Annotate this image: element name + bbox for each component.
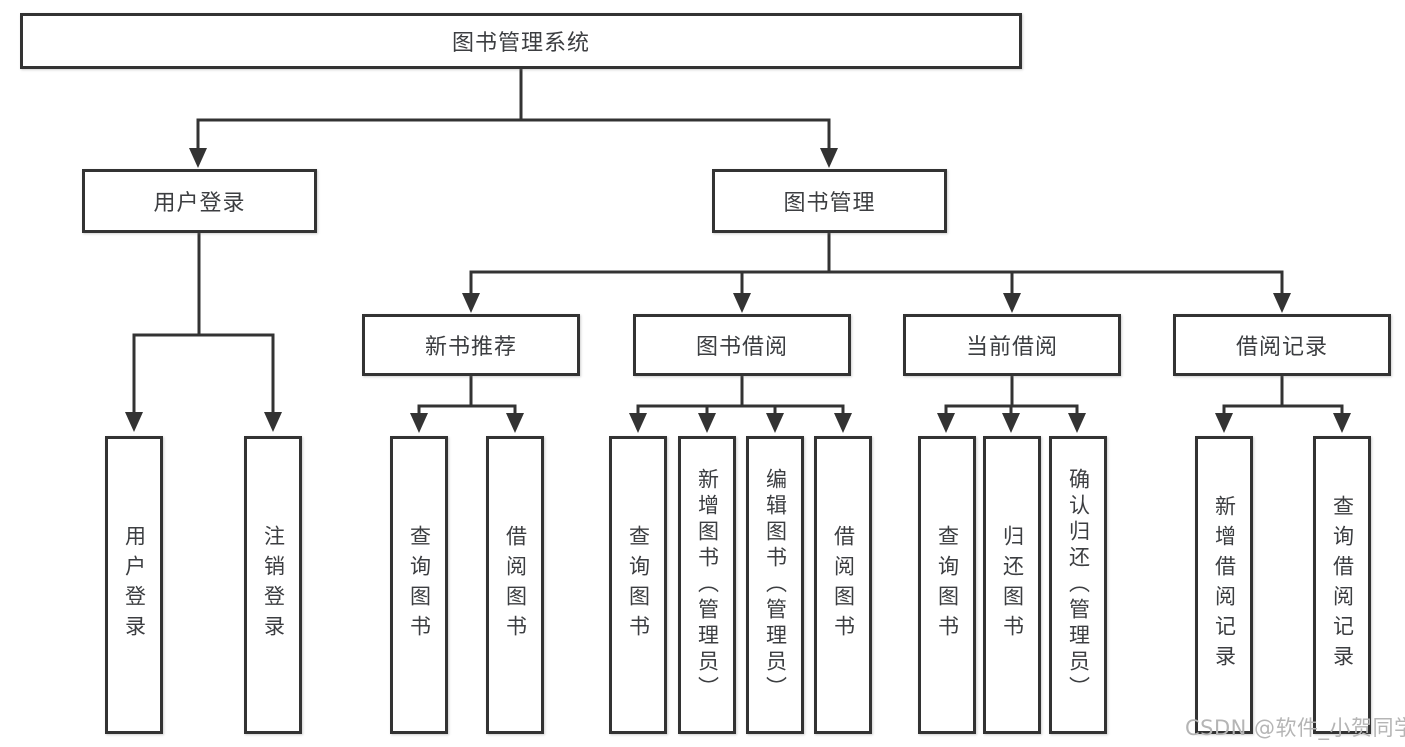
node-new-book-label: 新书推荐 — [424, 335, 517, 360]
leaf-borrow-borrow: 借阅图书 — [814, 436, 872, 734]
csdn-watermark: CSDN @软件_小贺同学 — [1185, 716, 1405, 740]
leaf-current-return-label: 归还图书 — [1000, 525, 1025, 645]
leaf-borrow-add-admin: 新增图书（管理员） — [678, 436, 736, 734]
node-root-label: 图书管理系统 — [451, 31, 590, 56]
leaf-borrow-query: 查询图书 — [609, 436, 667, 734]
leaf-newbook-query: 查询图书 — [390, 436, 448, 734]
leaf-borrow-borrow-label: 借阅图书 — [831, 525, 856, 645]
node-user-login-label: 用户登录 — [153, 191, 246, 216]
leaf-newbook-borrow: 借阅图书 — [486, 436, 544, 734]
node-root-system: 图书管理系统 — [20, 13, 1022, 69]
node-book-management: 图书管理 — [712, 169, 947, 233]
leaf-borrow-add-admin-label: 新增图书（管理员） — [695, 468, 720, 702]
node-book-borrow-label: 图书借阅 — [695, 335, 788, 360]
node-borrow-record: 借阅记录 — [1173, 314, 1391, 376]
leaf-borrow-edit-admin-label: 编辑图书（管理员） — [763, 468, 788, 702]
leaf-borrow-query-label: 查询图书 — [626, 525, 651, 645]
leaf-record-add: 新增借阅记录 — [1195, 436, 1253, 734]
leaf-logout-label: 注销登录 — [261, 525, 286, 645]
leaf-newbook-borrow-label: 借阅图书 — [503, 525, 528, 645]
leaf-current-return: 归还图书 — [983, 436, 1041, 734]
leaf-current-confirm-admin-label: 确认归还（管理员） — [1066, 468, 1091, 702]
leaf-current-query-label: 查询图书 — [935, 525, 960, 645]
leaf-logout: 注销登录 — [244, 436, 302, 734]
node-current-borrow-label: 当前借阅 — [965, 335, 1058, 360]
leaf-current-query: 查询图书 — [918, 436, 976, 734]
node-user-login: 用户登录 — [82, 169, 317, 233]
leaf-record-query: 查询借阅记录 — [1313, 436, 1371, 734]
leaf-newbook-query-label: 查询图书 — [407, 525, 432, 645]
leaf-record-query-label: 查询借阅记录 — [1330, 495, 1355, 675]
node-current-borrow: 当前借阅 — [903, 314, 1121, 376]
leaf-record-add-label: 新增借阅记录 — [1212, 495, 1237, 675]
leaf-borrow-edit-admin: 编辑图书（管理员） — [746, 436, 804, 734]
node-new-book-recommend: 新书推荐 — [362, 314, 580, 376]
leaf-current-confirm-admin: 确认归还（管理员） — [1049, 436, 1107, 734]
node-book-management-label: 图书管理 — [783, 191, 876, 216]
node-book-borrow: 图书借阅 — [633, 314, 851, 376]
leaf-user-login: 用户登录 — [105, 436, 163, 734]
leaf-user-login-label: 用户登录 — [122, 525, 147, 645]
node-borrow-record-label: 借阅记录 — [1235, 335, 1328, 360]
